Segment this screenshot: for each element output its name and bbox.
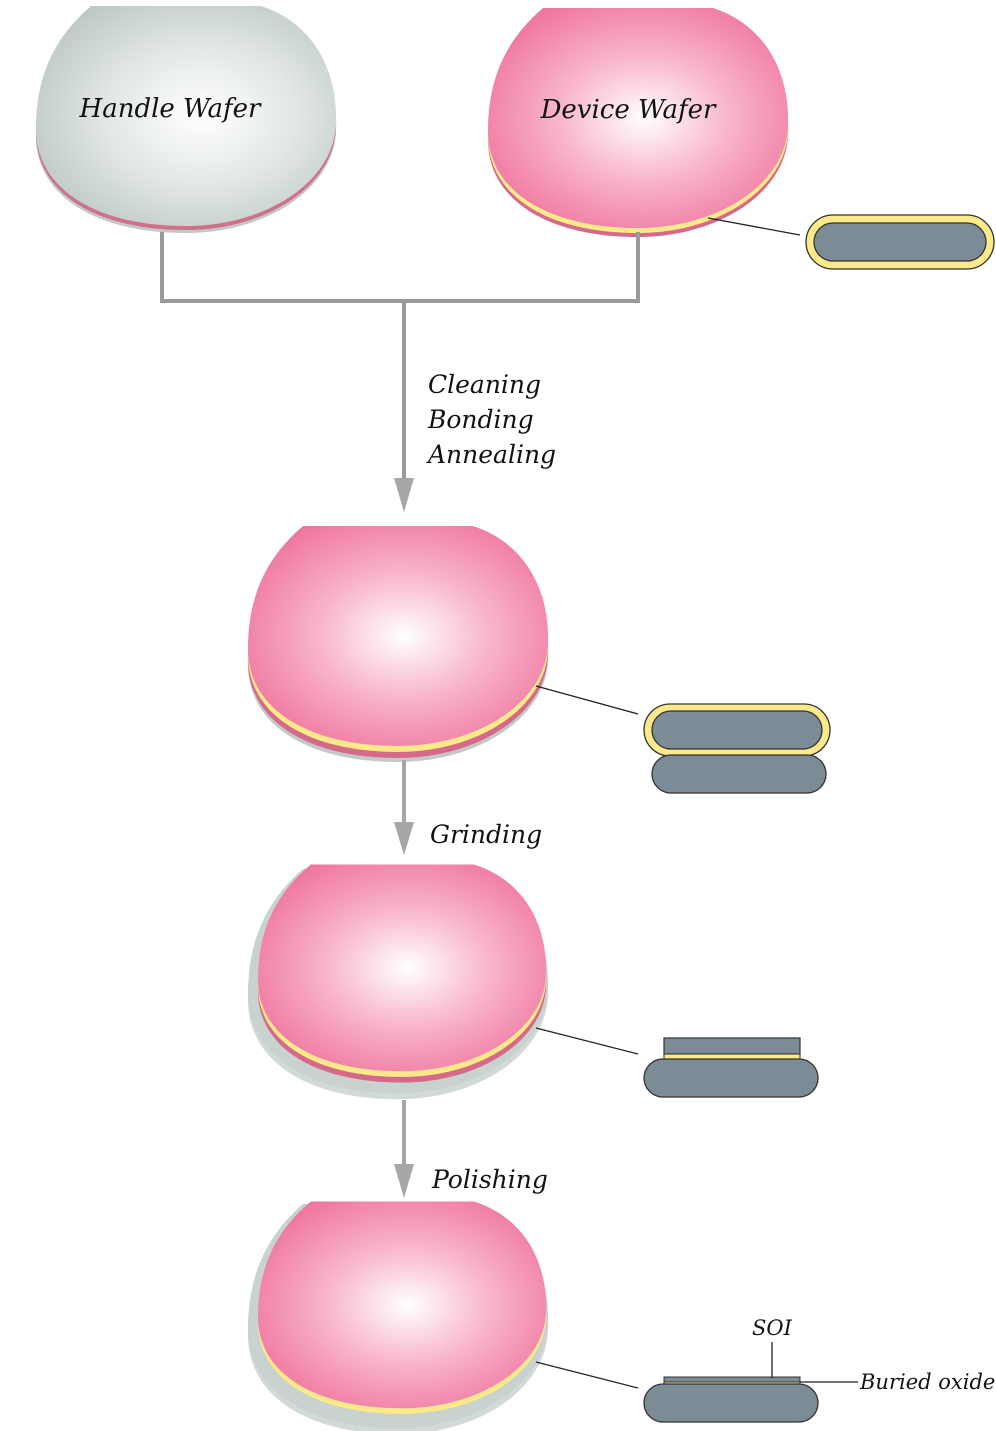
buried-oxide-label: Buried oxide	[859, 1370, 995, 1394]
polished-soi-wafer	[248, 1201, 549, 1431]
ground-callout-line	[535, 1027, 639, 1055]
device-wafer-label: Device Wafer	[540, 95, 717, 125]
bonded-cross-section	[643, 703, 831, 794]
bonded-wafer-pair	[248, 526, 549, 762]
bonded-callout-line	[535, 685, 639, 715]
soi-cross-section	[643, 1376, 819, 1423]
step-bonding: Bonding	[427, 405, 534, 434]
ground-wafer	[248, 864, 549, 1100]
soi-callout-line	[535, 1361, 639, 1389]
oxidized-wafer-cross-section	[805, 214, 995, 270]
down-arrow-icon	[394, 478, 414, 512]
ground-cross-section	[643, 1037, 819, 1098]
step-polishing: Polishing	[431, 1165, 548, 1194]
soi-label: SOI	[752, 1316, 793, 1340]
step-annealing: Annealing	[426, 440, 556, 469]
merge-connector	[160, 232, 640, 478]
down-arrow-icon	[394, 822, 414, 855]
device-wafer-callout-line	[707, 217, 801, 236]
handle-wafer-label: Handle Wafer	[79, 94, 263, 124]
down-arrow-icon	[394, 1164, 414, 1198]
step-grinding: Grinding	[430, 820, 542, 849]
step-cleaning: Cleaning	[428, 370, 541, 399]
